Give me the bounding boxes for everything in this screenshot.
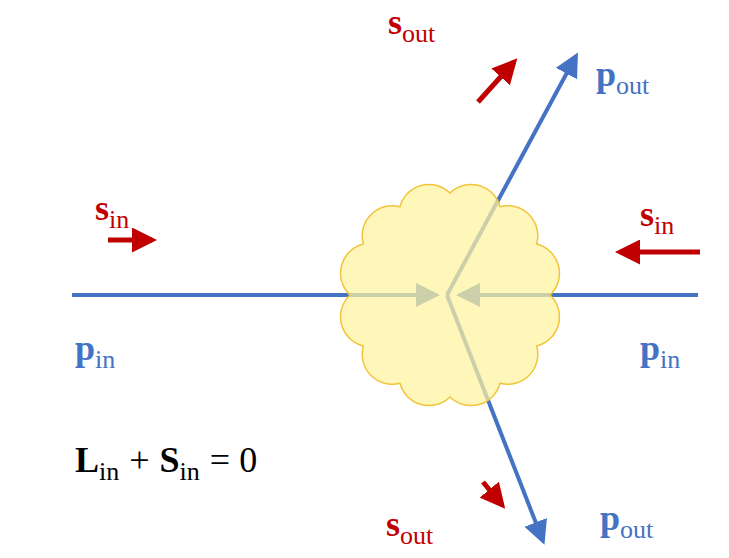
conservation-equation: Lin+Sin= 0: [75, 442, 257, 478]
symbol-text: s: [95, 188, 109, 228]
spin-out-bottom: [483, 482, 502, 505]
subscript-text: in: [95, 345, 115, 374]
spin-out-label: sout: [386, 506, 433, 542]
momentum-in-label: pin: [75, 330, 115, 366]
spin-out-top: [478, 62, 514, 102]
subscript-text: out: [616, 71, 649, 100]
spin-in-right: [620, 250, 700, 255]
momentum-in-label: pin: [640, 330, 680, 366]
equation-text: +: [129, 440, 149, 480]
subscript-text: in: [180, 457, 200, 486]
momentum-out-label: pout: [596, 56, 649, 92]
subscript-text: out: [620, 515, 653, 544]
subscript-text: out: [400, 521, 433, 550]
symbol-text: L: [75, 440, 99, 480]
symbol-text: p: [640, 328, 660, 368]
symbol-text: s: [388, 2, 402, 42]
momentum-out-label: pout: [600, 500, 653, 536]
symbol-text: p: [600, 498, 620, 538]
interaction-cloud: [341, 184, 560, 405]
symbol-text: p: [596, 54, 616, 94]
spin-arrows: [108, 62, 700, 505]
subscript-text: in: [109, 205, 129, 234]
subscript-text: out: [402, 19, 435, 48]
spin-out-label: sout: [388, 4, 435, 40]
subscript-text: in: [99, 457, 119, 486]
equation-text: = 0: [210, 440, 257, 480]
subscript-text: in: [660, 345, 680, 374]
symbol-text: S: [160, 440, 180, 480]
subscript-text: in: [654, 211, 674, 240]
spin-in-label: sin: [95, 190, 129, 226]
spin-in-label: sin: [640, 196, 674, 232]
momentum-lines: [72, 56, 698, 541]
symbol-text: s: [386, 504, 400, 544]
symbol-text: s: [640, 194, 654, 234]
symbol-text: p: [75, 328, 95, 368]
spin-in-left: [108, 238, 152, 243]
